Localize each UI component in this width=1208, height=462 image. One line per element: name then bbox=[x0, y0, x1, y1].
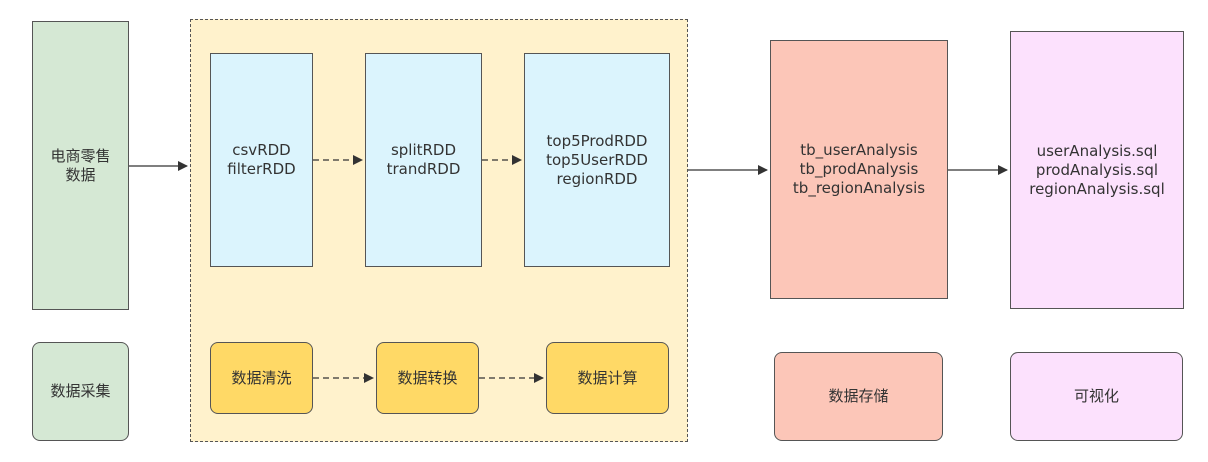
visualization-sql-box: userAnalysis.sql prodAnalysis.sql region… bbox=[1010, 31, 1184, 309]
data-compute-label: 数据计算 bbox=[546, 342, 669, 414]
compute-rdd-box: top5ProdRDD top5UserRDD regionRDD bbox=[524, 53, 670, 267]
source-data-box: 电商零售 数据 bbox=[32, 21, 129, 310]
data-storage-label: 数据存储 bbox=[774, 352, 943, 441]
visualization-label: 可视化 bbox=[1010, 352, 1183, 441]
transform-rdd-box: splitRDD trandRDD bbox=[365, 53, 482, 267]
data-transform-label: 数据转换 bbox=[376, 342, 479, 414]
clean-rdd-box: csvRDD filterRDD bbox=[210, 53, 313, 267]
data-collection-label: 数据采集 bbox=[32, 342, 129, 441]
data-cleaning-label: 数据清洗 bbox=[210, 342, 313, 414]
storage-tables-box: tb_userAnalysis tb_prodAnalysis tb_regio… bbox=[770, 40, 948, 299]
